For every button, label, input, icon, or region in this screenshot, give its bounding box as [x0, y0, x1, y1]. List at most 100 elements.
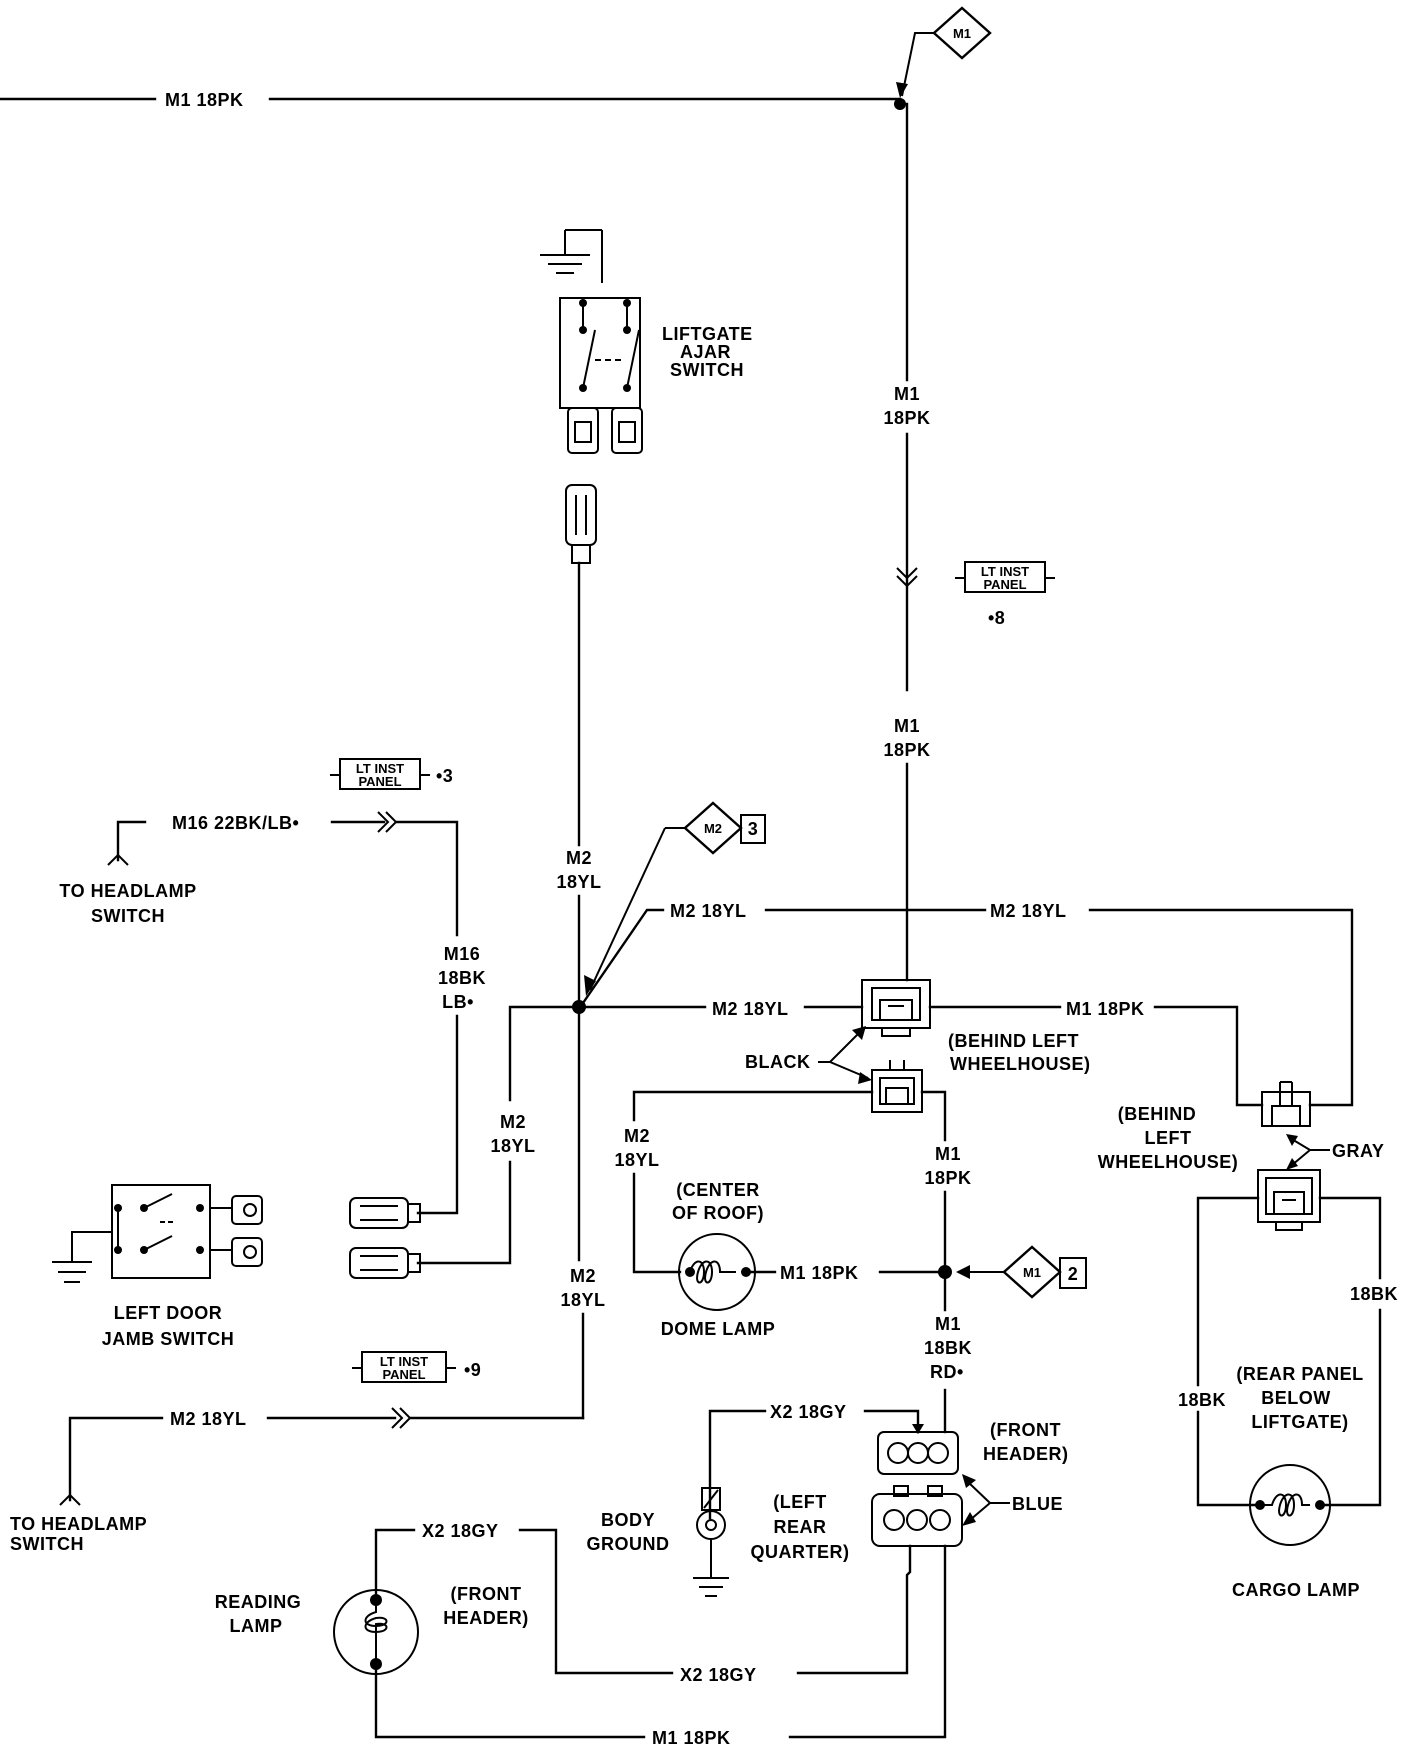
svg-text:SWITCH: SWITCH [10, 1534, 84, 1554]
m2-headlamp-lower: M2 18YL TO HEADLAMP SWITCH [10, 1407, 585, 1554]
svg-text:M2: M2 [624, 1126, 650, 1146]
svg-text:18PK: 18PK [883, 740, 930, 760]
svg-text:BODY: BODY [601, 1510, 655, 1530]
svg-text:SWITCH: SWITCH [670, 360, 744, 380]
door-plugs [349, 1197, 421, 1279]
m1-right-branch: M1 18PK [928, 999, 1264, 1107]
svg-text:M2: M2 [566, 848, 592, 868]
svg-text:M2 18YL: M2 18YL [170, 1409, 247, 1429]
svg-text:LIFTGATE): LIFTGATE) [1251, 1412, 1348, 1432]
svg-text:(BEHIND: (BEHIND [1118, 1104, 1197, 1124]
lt-inst-panel-9: LT INST PANEL •9 [352, 1351, 481, 1383]
svg-text:LEFT DOOR: LEFT DOOR [114, 1303, 223, 1323]
splice-marker-m1-2: M1 2 [956, 1245, 1087, 1299]
svg-text:GROUND: GROUND [587, 1534, 670, 1554]
reading-lamp-wiring: X2 18GY X2 18GY M1 18PK [374, 1521, 947, 1744]
black-callout: BLACK [745, 1026, 872, 1084]
svg-text:18BK: 18BK [924, 1338, 972, 1358]
svg-text:18BK: 18BK [1350, 1284, 1398, 1304]
svg-text:BLACK: BLACK [745, 1052, 811, 1072]
svg-text:M1 18PK: M1 18PK [1066, 999, 1145, 1019]
m16-wire: M16 22BK/LB• M16 18BK LB• TO HEADLAMP SW… [59, 811, 486, 1215]
svg-text:LT INST: LT INST [356, 761, 404, 776]
svg-text:LAMP: LAMP [230, 1616, 283, 1636]
svg-text:X2 18GY: X2 18GY [680, 1665, 757, 1685]
connector-behind-left-wheelhouse: (BEHIND LEFT WHEELHOUSE) [861, 979, 1091, 1074]
svg-text:WHEELHOUSE): WHEELHOUSE) [1098, 1152, 1239, 1172]
svg-text:AJAR: AJAR [680, 342, 731, 362]
svg-text:HEADER): HEADER) [983, 1444, 1069, 1464]
svg-text:DOME LAMP: DOME LAMP [661, 1319, 776, 1339]
front-header-connector: (FRONT HEADER) BLUE [871, 1420, 1069, 1547]
x2-top: X2 18GY [708, 1402, 924, 1520]
liftgate-ajar-switch: LIFTGATE AJAR SWITCH [540, 229, 753, 454]
lt-inst-panel-3: LT INST PANEL •3 [330, 758, 453, 790]
svg-text:M1: M1 [935, 1144, 961, 1164]
svg-text:•3: •3 [436, 766, 453, 786]
svg-text:M1: M1 [894, 384, 920, 404]
svg-text:•8: •8 [988, 608, 1005, 628]
svg-text:M2: M2 [570, 1266, 596, 1286]
svg-text:M2 18YL: M2 18YL [990, 901, 1067, 921]
svg-text:BELOW: BELOW [1261, 1388, 1331, 1408]
svg-text:18PK: 18PK [924, 1168, 971, 1188]
svg-text:18YL: 18YL [560, 1290, 605, 1310]
svg-text:GRAY: GRAY [1332, 1141, 1384, 1161]
svg-text:WHEELHOUSE): WHEELHOUSE) [950, 1054, 1091, 1074]
svg-text:M16 22BK/LB•: M16 22BK/LB• [172, 813, 299, 833]
svg-text:M1: M1 [1023, 1265, 1041, 1280]
svg-text:LEFT: LEFT [1145, 1128, 1192, 1148]
svg-text:(REAR PANEL: (REAR PANEL [1236, 1364, 1363, 1384]
lt-inst-panel-8: LT INST PANEL •8 [955, 561, 1055, 628]
m2-trunk: M2 18YL M2 18YL [556, 561, 605, 1420]
svg-text:•9: •9 [464, 1360, 481, 1380]
svg-text:CARGO LAMP: CARGO LAMP [1232, 1580, 1360, 1600]
m1-18bk-drop: M1 18BK RD• [924, 1314, 972, 1434]
svg-text:PANEL: PANEL [382, 1367, 425, 1382]
svg-text:M1: M1 [935, 1314, 961, 1334]
svg-text:(FRONT: (FRONT [990, 1420, 1061, 1440]
svg-text:LIFTGATE: LIFTGATE [662, 324, 753, 344]
gray-connector: (BEHIND LEFT WHEELHOUSE) GRAY [1098, 1081, 1384, 1172]
liftgate-plug [565, 484, 597, 564]
svg-text:READING: READING [215, 1592, 302, 1612]
top-m1-feed: M1 18PK M1 [0, 6, 992, 110]
m2-branches: M2 18YL M2 18YL M2 18YL M2 18YL [416, 901, 1354, 1265]
svg-text:TO HEADLAMP: TO HEADLAMP [59, 881, 196, 901]
svg-text:REAR: REAR [773, 1517, 826, 1537]
left-door-jamb-switch: LEFT DOOR JAMB SWITCH [52, 1184, 263, 1349]
splice-marker-m1 [932, 6, 992, 60]
svg-text:PANEL: PANEL [358, 774, 401, 789]
svg-text:M2: M2 [704, 821, 722, 836]
svg-text:M16: M16 [444, 944, 481, 964]
svg-text:M1: M1 [894, 716, 920, 736]
svg-text:M1: M1 [953, 26, 971, 41]
svg-text:X2 18GY: X2 18GY [770, 1402, 847, 1422]
cargo-connector: 18BK 18BK [1178, 1169, 1398, 1507]
svg-text:X2 18GY: X2 18GY [422, 1521, 499, 1541]
main-m1-trunk: M1 18PK M1 18PK [883, 102, 930, 982]
svg-text:M2: M2 [500, 1112, 526, 1132]
svg-text:18YL: 18YL [556, 872, 601, 892]
svg-text:M2 18YL: M2 18YL [712, 999, 789, 1019]
dome-lamp: (CENTER OF ROOF) DOME LAMP M1 18PK [661, 1180, 952, 1339]
body-ground: BODY GROUND (LEFT REAR QUARTER) [587, 1487, 850, 1597]
svg-text:3: 3 [748, 819, 759, 839]
connector-dome: M2 18YL M1 18PK [614, 1060, 971, 1312]
svg-text:LT INST: LT INST [380, 1354, 428, 1369]
svg-text:LB•: LB• [442, 992, 474, 1012]
svg-text:QUARTER): QUARTER) [751, 1542, 850, 1562]
svg-text:PANEL: PANEL [983, 577, 1026, 592]
svg-text:18BK: 18BK [438, 968, 486, 988]
svg-text:HEADER): HEADER) [443, 1608, 529, 1628]
svg-text:18BK: 18BK [1178, 1390, 1226, 1410]
svg-text:18YL: 18YL [490, 1136, 535, 1156]
svg-text:(BEHIND LEFT: (BEHIND LEFT [948, 1031, 1079, 1051]
svg-text:JAMB SWITCH: JAMB SWITCH [102, 1329, 235, 1349]
svg-text:18YL: 18YL [614, 1150, 659, 1170]
svg-text:(LEFT: (LEFT [773, 1492, 827, 1512]
svg-text:M1 18PK: M1 18PK [652, 1728, 731, 1744]
svg-text:RD•: RD• [930, 1362, 964, 1382]
